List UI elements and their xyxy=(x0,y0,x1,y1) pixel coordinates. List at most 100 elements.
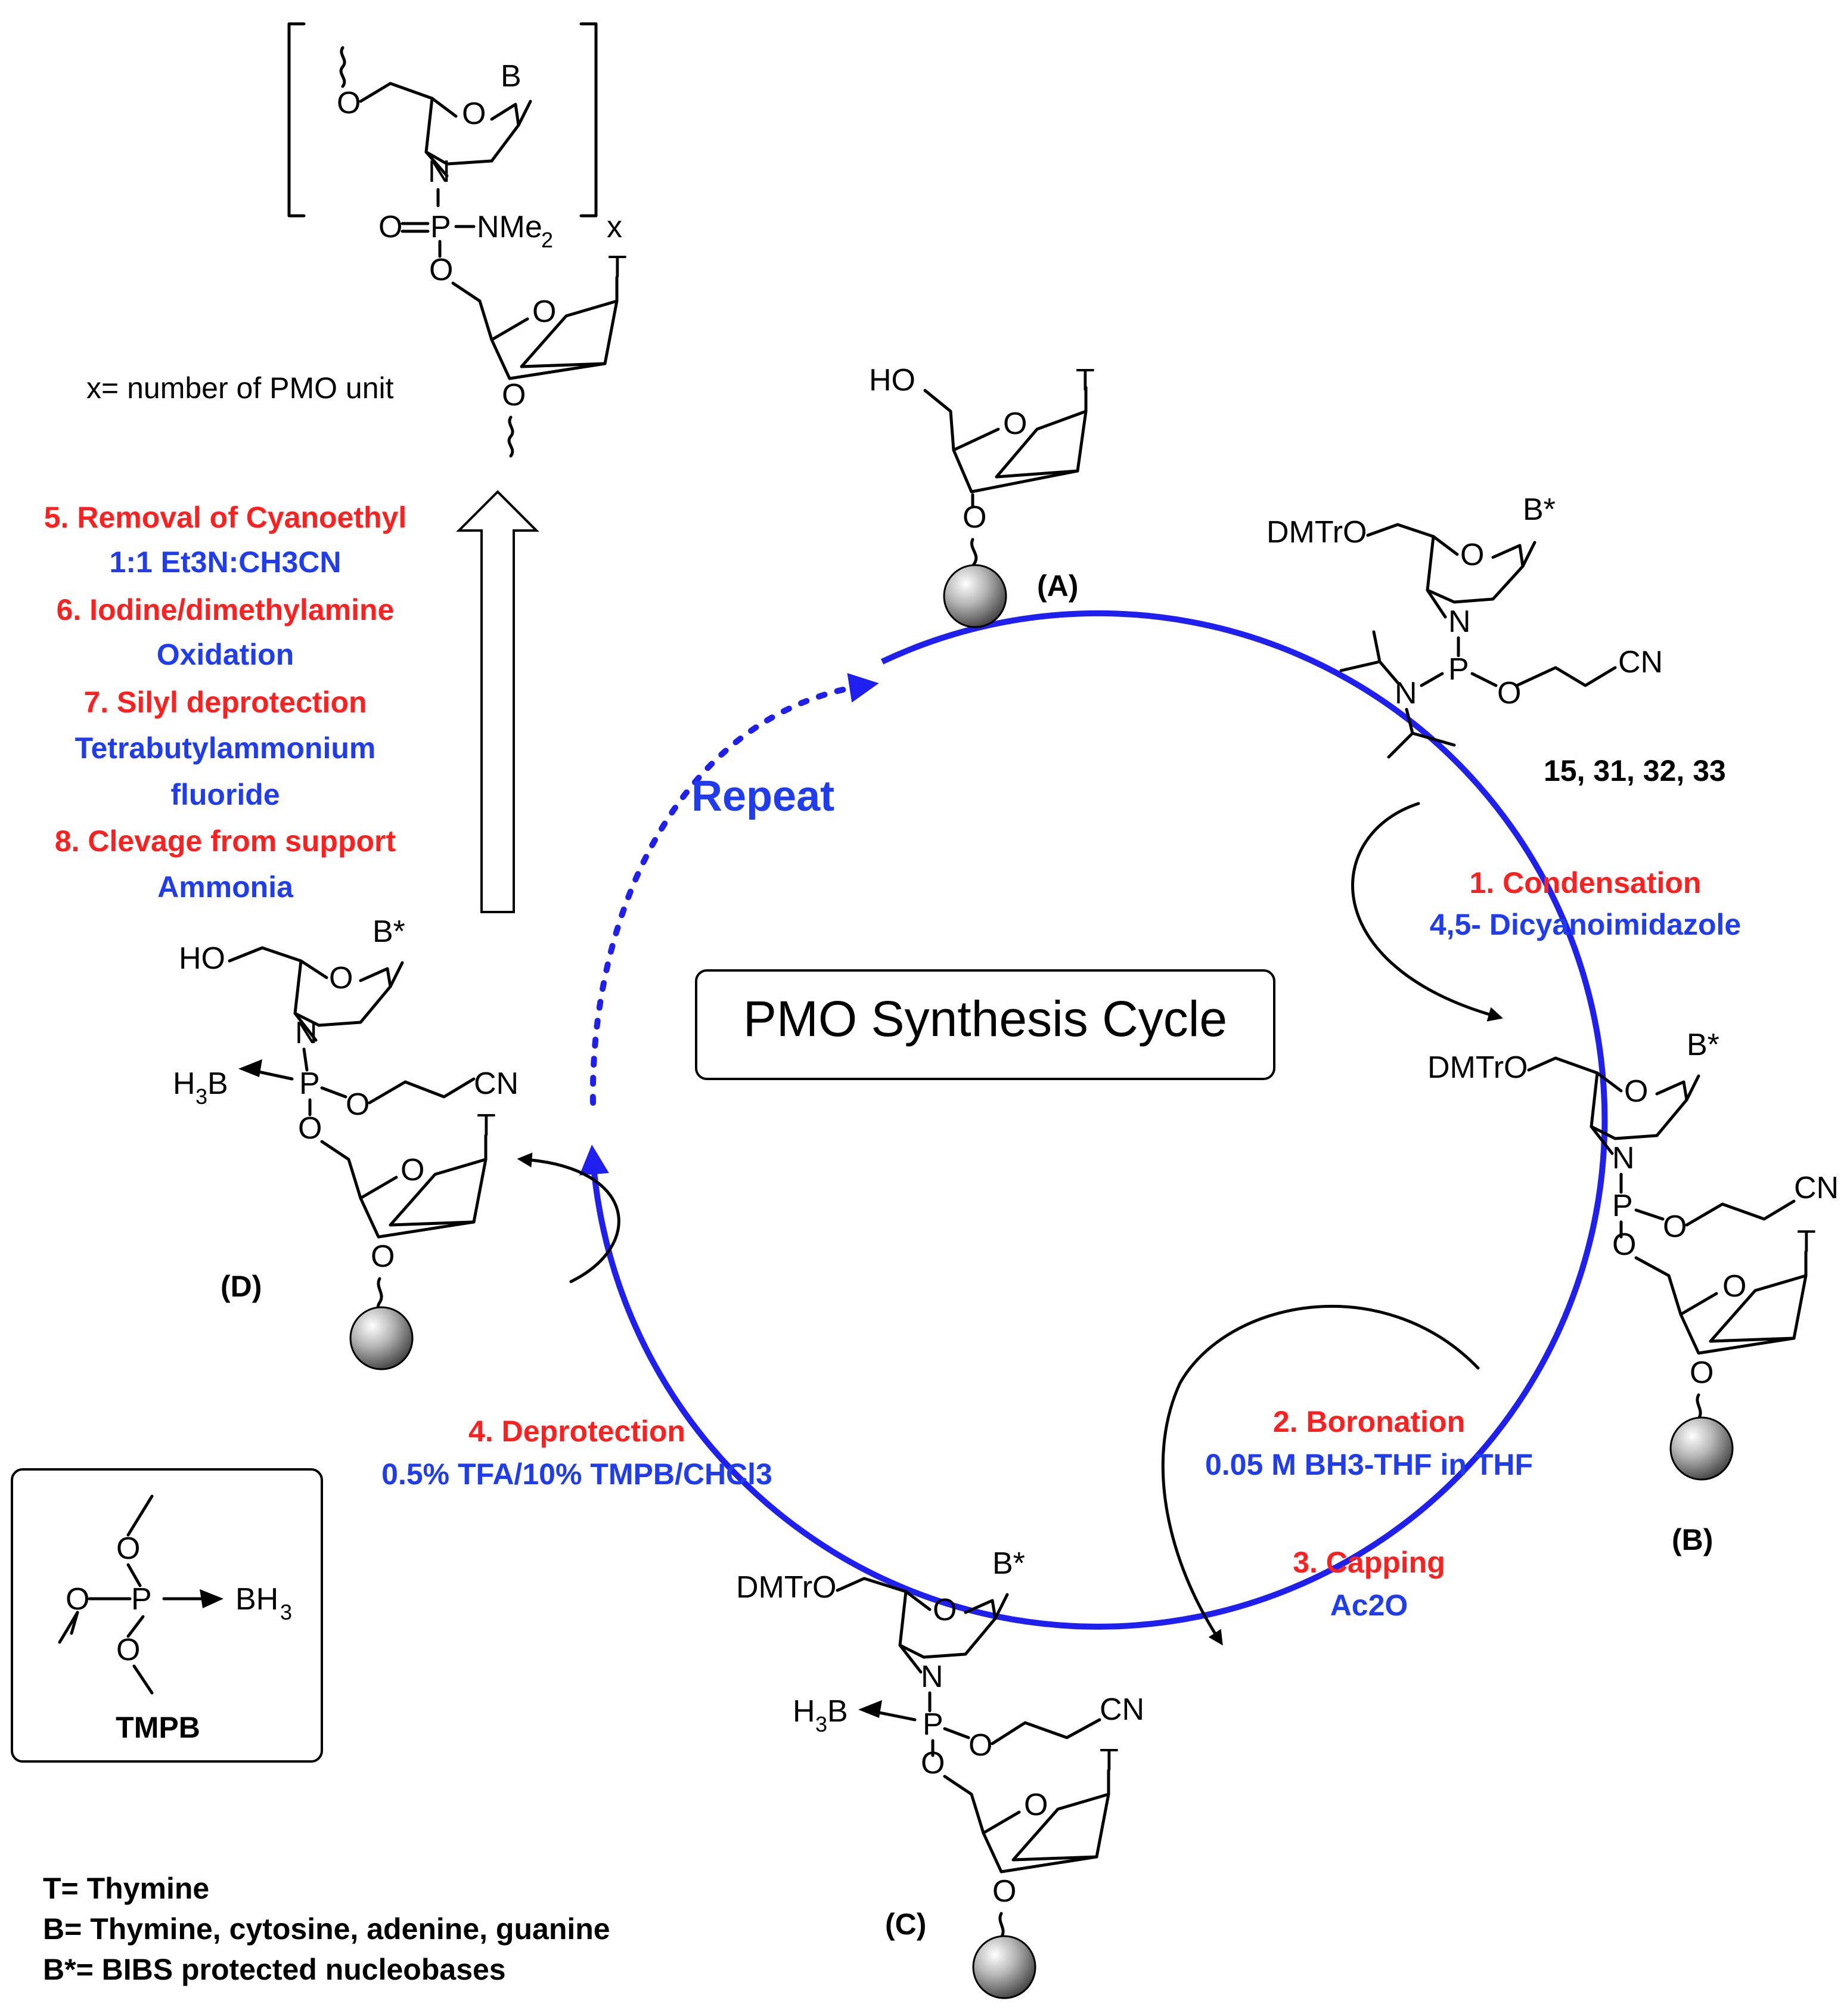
svg-text:HO: HO xyxy=(869,363,915,398)
svg-text:P: P xyxy=(1448,652,1469,687)
step-3-name: 3. Capping xyxy=(1293,1546,1445,1579)
svg-text:P: P xyxy=(923,1707,943,1742)
svg-text:O: O xyxy=(462,97,486,131)
svg-text:N: N xyxy=(1448,604,1471,639)
svg-text:B*: B* xyxy=(372,914,405,949)
label-b: (B) xyxy=(1672,1523,1713,1556)
svg-text:N: N xyxy=(921,1660,943,1694)
svg-text:H: H xyxy=(793,1694,815,1729)
svg-text:O: O xyxy=(532,294,556,329)
phosphoramidite-structure: DMTrO O B* N P N O CN 15, 31, 32, 33 xyxy=(1266,492,1726,787)
svg-text:O: O xyxy=(1624,1074,1648,1109)
step-4-reagent: 0.5% TFA/10% TMPB/CHCl3 xyxy=(381,1457,772,1491)
pmo-unit-note: x= number of PMO unit xyxy=(86,371,394,405)
svg-text:T: T xyxy=(1797,1224,1816,1259)
label-d: (D) xyxy=(221,1270,262,1303)
svg-text:O: O xyxy=(429,253,453,287)
svg-text:N: N xyxy=(295,1016,318,1050)
repeat-subscript-x: x xyxy=(607,210,622,244)
svg-text:DMTrO: DMTrO xyxy=(1427,1050,1528,1085)
page-title: PMO Synthesis Cycle xyxy=(743,991,1227,1047)
svg-text:O: O xyxy=(346,1087,370,1122)
svg-text:O: O xyxy=(1497,676,1521,711)
svg-text:CN: CN xyxy=(1618,645,1663,680)
svg-text:2: 2 xyxy=(541,228,553,252)
step-3-reagent: Ac2O xyxy=(1330,1589,1408,1622)
svg-text:O: O xyxy=(921,1746,945,1781)
repeat-dotted-arc xyxy=(589,673,879,1106)
reagent-compound-ids: 15, 31, 32, 33 xyxy=(1544,754,1726,787)
step-5-name: 5. Removal of Cyanoethyl xyxy=(44,501,407,534)
svg-text:O: O xyxy=(66,1582,89,1617)
solid-support-bead xyxy=(349,1306,414,1370)
svg-text:T: T xyxy=(608,250,627,284)
svg-text:O: O xyxy=(1003,407,1027,441)
svg-text:3: 3 xyxy=(195,1084,207,1109)
step-5-reagent: 1:1 Et3N:CH3CN xyxy=(110,545,342,579)
step-8-name: 8. Clevage from support xyxy=(55,824,396,858)
svg-text:O: O xyxy=(1460,538,1484,572)
svg-text:B: B xyxy=(207,1066,228,1101)
legend-t: T= Thymine xyxy=(43,1872,209,1905)
tmpb-box: O P O O BH 3 TMPB xyxy=(11,1468,323,1763)
svg-text:B*: B* xyxy=(1687,1028,1719,1062)
svg-text:P: P xyxy=(430,210,451,244)
compound-c-structure: DMTrO O B* N P H 3 B O CN O O T O (C) xyxy=(736,1546,1144,1999)
pmo-product-structure: x O O B N P O NMe 2 O O T O x= number of… xyxy=(86,22,627,458)
svg-text:CN: CN xyxy=(1100,1692,1144,1727)
svg-text:O: O xyxy=(378,210,402,244)
step-1-name: 1. Condensation xyxy=(1470,866,1702,900)
legend-bstar: B*= BIBS protected nucleobases xyxy=(43,1953,506,1986)
step-7-name: 7. Silyl deprotection xyxy=(83,686,367,719)
svg-text:CN: CN xyxy=(1794,1171,1839,1205)
svg-text:O: O xyxy=(337,86,361,120)
step-1-reagent: 4,5- Dicyanoimidazole xyxy=(1430,908,1741,941)
svg-text:O: O xyxy=(933,1593,957,1627)
legend-b: B= Thymine, cytosine, adenine, guanine xyxy=(43,1912,610,1946)
svg-text:BH: BH xyxy=(235,1582,278,1617)
label-c: (C) xyxy=(885,1908,926,1941)
compound-d-structure: HO O B* N P H 3 B O CN O O T O (D) xyxy=(173,914,519,1370)
svg-text:N: N xyxy=(428,154,451,189)
solid-support-bead xyxy=(1669,1416,1734,1481)
svg-text:O: O xyxy=(1663,1209,1687,1244)
svg-text:O: O xyxy=(1690,1356,1713,1390)
svg-text:T: T xyxy=(1100,1743,1119,1778)
tmpb-label: TMPB xyxy=(116,1711,200,1744)
svg-text:3: 3 xyxy=(280,1600,292,1624)
svg-text:O: O xyxy=(329,961,353,995)
svg-text:O: O xyxy=(116,1633,140,1667)
svg-text:O: O xyxy=(1722,1269,1746,1304)
svg-text:O: O xyxy=(1024,1788,1048,1822)
svg-text:DMTrO: DMTrO xyxy=(736,1570,836,1605)
svg-text:O: O xyxy=(116,1531,140,1566)
svg-text:CN: CN xyxy=(474,1066,519,1101)
svg-text:B*: B* xyxy=(1523,492,1556,527)
open-arrow-deprotection xyxy=(456,490,539,913)
solid-support-bead xyxy=(943,564,1007,628)
title-box: PMO Synthesis Cycle xyxy=(695,969,1275,1080)
svg-text:NMe: NMe xyxy=(477,210,542,244)
svg-text:N: N xyxy=(1612,1141,1635,1176)
svg-text:O: O xyxy=(968,1728,992,1763)
svg-text:O: O xyxy=(371,1239,395,1274)
svg-text:O: O xyxy=(502,378,526,412)
svg-text:DMTrO: DMTrO xyxy=(1266,515,1367,550)
synthesis-cycle: Repeat xyxy=(579,610,1608,1630)
svg-text:O: O xyxy=(401,1153,424,1187)
step-2-reagent: 0.05 M BH3-THF in THF xyxy=(1205,1448,1533,1481)
arrow-step-2-3 xyxy=(1161,1305,1480,1646)
step-6-name: 6. Iodine/dimethylamine xyxy=(57,593,395,626)
step-7-reagent-2: fluoride xyxy=(170,778,280,811)
svg-text:O: O xyxy=(992,1874,1016,1909)
svg-text:P: P xyxy=(1612,1189,1633,1223)
label-a: (A) xyxy=(1037,569,1078,603)
svg-text:T: T xyxy=(1076,363,1095,398)
svg-text:P: P xyxy=(131,1582,152,1617)
repeat-label: Repeat xyxy=(691,773,834,820)
step-4-name: 4. Deprotection xyxy=(468,1415,685,1448)
svg-text:HO: HO xyxy=(179,941,225,976)
svg-text:O: O xyxy=(298,1111,322,1146)
step-7-reagent-1: Tetrabutylammonium xyxy=(75,731,376,765)
